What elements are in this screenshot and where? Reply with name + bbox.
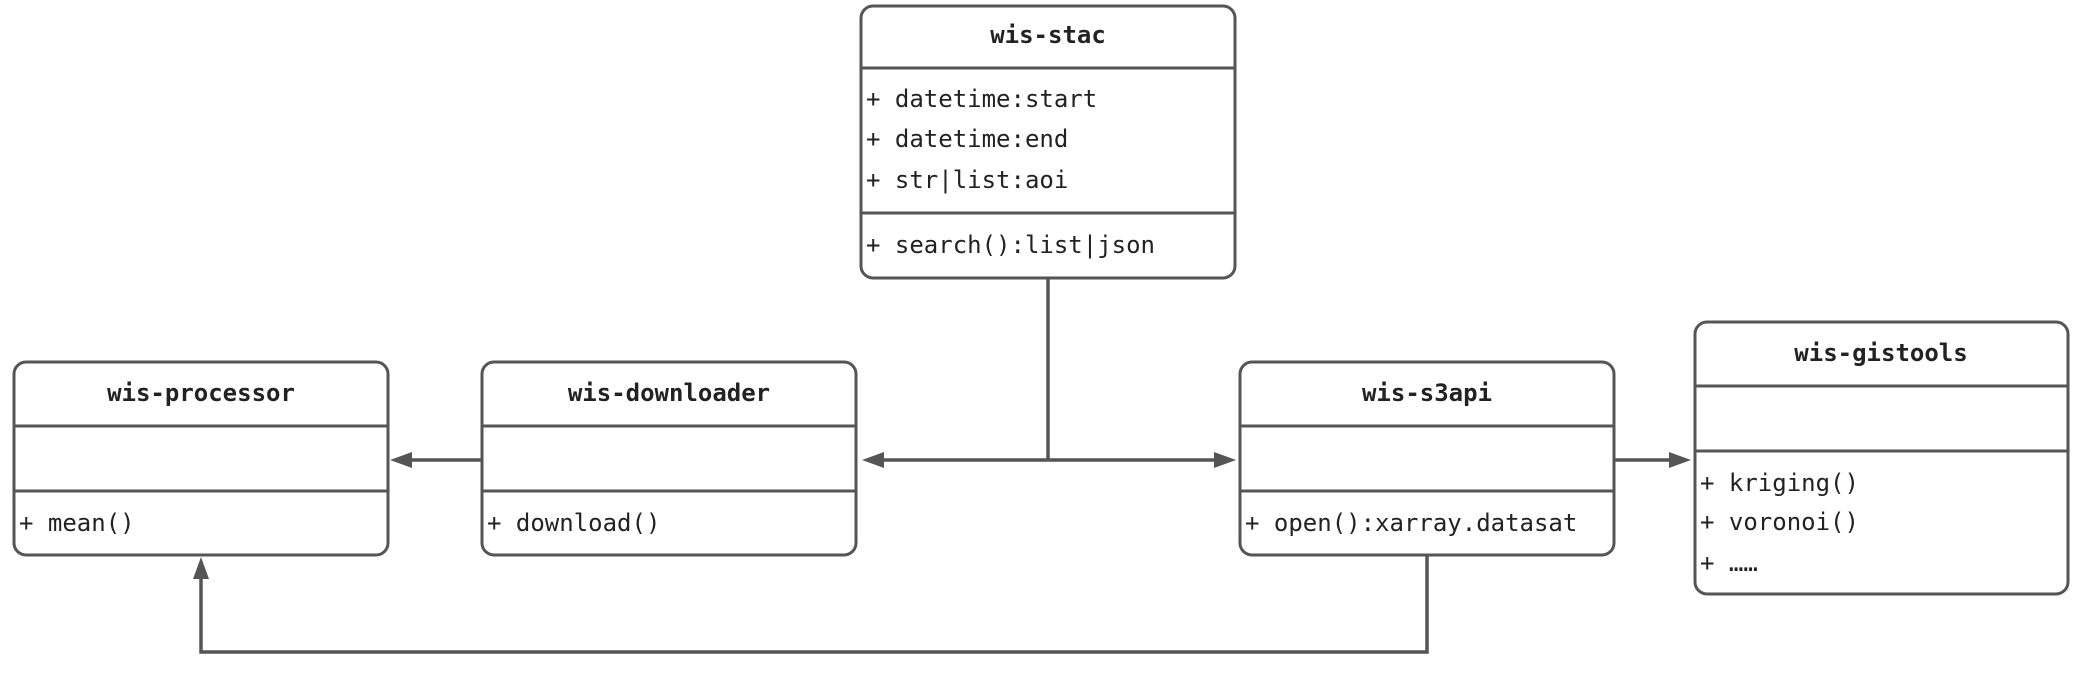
class-wis-downloader: wis-downloader + download() [480,360,858,557]
class-wis-processor: wis-processor + mean() [12,360,390,557]
class-box [12,360,390,557]
method: + download() [487,509,660,537]
class-title: wis-downloader [568,379,770,407]
edge-s3api-processor [199,556,1429,654]
class-title: wis-stac [990,21,1106,49]
class-box [480,360,858,557]
arrowhead-into-gistools [1669,452,1691,468]
method: + …… [1700,549,1758,577]
class-wis-s3api: wis-s3api + open():xarray.datasat [1238,360,1616,557]
method: + voronoi() [1700,508,1859,536]
edges [193,278,1691,654]
method: + open():xarray.datasat [1245,509,1577,537]
class-title: wis-processor [107,379,295,407]
class-title: wis-gistools [1794,339,1967,367]
class-title: wis-s3api [1362,379,1492,407]
method: + search():list|json [866,231,1155,259]
arrowhead-into-processor [390,452,412,468]
arrowhead-into-downloader [862,452,884,468]
class-box [1238,360,1616,557]
class-wis-stac: wis-stac + datetime:start + datetime:end… [859,4,1237,280]
class-box [859,4,1237,280]
method: + kriging() [1700,469,1859,497]
class-box [1693,320,2070,596]
arrowhead-into-processor-bottom [193,557,209,579]
class-wis-gistools: wis-gistools + kriging() + voronoi() + …… [1693,320,2070,596]
arrowhead-into-s3api [1214,452,1236,468]
attribute: + datetime:start [866,85,1097,113]
method: + mean() [19,509,135,537]
attribute: + datetime:end [866,125,1068,153]
attribute: + str|list:aoi [866,166,1068,194]
